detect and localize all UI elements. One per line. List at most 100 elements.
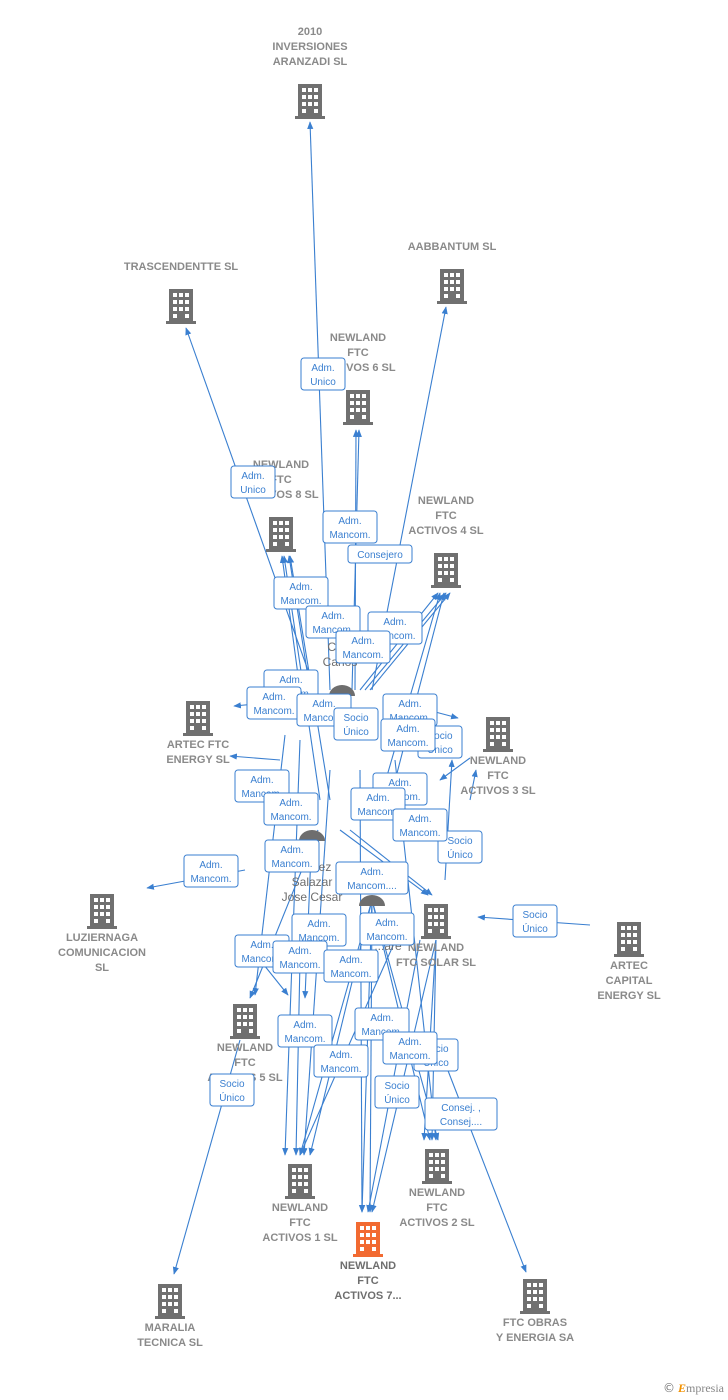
- relation-label-text: Mancom....: [347, 881, 396, 892]
- relation-label-text: Adm.: [339, 955, 362, 966]
- company-label-line: FTC: [435, 510, 456, 522]
- person-icon: [329, 685, 355, 696]
- relation-label[interactable]: Adm. Mancom.: [350, 787, 406, 821]
- relation-label-text: Adm.: [351, 636, 374, 647]
- company-label-line: Y ENERGIA SA: [496, 1332, 574, 1344]
- relation-label[interactable]: Adm.Mancom.: [246, 686, 302, 720]
- relation-label-text: Socio: [343, 713, 368, 724]
- relation-label[interactable]: Adm.Unico: [230, 465, 276, 499]
- relation-label[interactable]: Adm.Mancom.: [273, 576, 329, 610]
- relation-arrow: [293, 959, 301, 1156]
- relation-label-text: Adm.: [250, 940, 273, 951]
- relation-label[interactable]: Adm.Mancom.: [323, 949, 379, 983]
- relation-label[interactable]: Adm.Mancom.: [264, 839, 320, 873]
- relation-label-text: Adm.: [199, 860, 222, 871]
- company-label-line: NEWLAND: [340, 1260, 396, 1272]
- relation-label-box: [322, 510, 378, 544]
- relation-arrow: [185, 327, 316, 691]
- company-label-line: ENERGY SL: [597, 990, 661, 1002]
- relation-label[interactable]: Consej. ,Consej....: [424, 1097, 498, 1131]
- relation-label[interactable]: Adm.Mancom.: [322, 510, 378, 544]
- relation-label-text: Mancom.: [361, 1027, 402, 1038]
- relation-label-box: [273, 576, 329, 610]
- relation-label[interactable]: Adm.Mancom.: [335, 630, 391, 664]
- relation-label-text: Adm.: [279, 798, 302, 809]
- relation-label-text: Mancom.: [389, 1051, 430, 1062]
- relation-label-text: Mancom.: [366, 932, 407, 943]
- relation-label-box: [359, 912, 415, 946]
- building-icon: [437, 269, 467, 304]
- relation-label[interactable]: Adm.Mancom.: [263, 792, 319, 826]
- building-icon: [520, 1279, 550, 1314]
- relation-label[interactable]: Adm.Unico: [300, 357, 346, 391]
- relation-label-box: [300, 357, 346, 391]
- relation-label-text: Mancom.: [241, 789, 282, 800]
- relation-label-text: Único: [522, 922, 548, 935]
- relation-label-text: Adm.: [370, 1013, 393, 1024]
- relation-label-box: [335, 861, 409, 895]
- relation-label[interactable]: Adm.Mancom....: [335, 861, 409, 895]
- relation-label-text: Mancom.: [387, 738, 428, 749]
- building-icon: [422, 1149, 452, 1184]
- relation-label[interactable]: Adm.Mancom.: [272, 940, 328, 974]
- relation-label[interactable]: Adm.Mancom.: [380, 718, 436, 752]
- relation-label-text: Mancom.: [303, 713, 344, 724]
- relation-label-text: Socio: [219, 1079, 244, 1090]
- relation-label-text: Adm.: [312, 699, 335, 710]
- relation-label[interactable]: Adm.Mancom.: [277, 1014, 333, 1048]
- relation-label-text: Adm.: [388, 778, 411, 789]
- building-icon: [431, 553, 461, 588]
- relation-label[interactable]: Adm.Mancom.: [313, 1044, 369, 1078]
- relation-label[interactable]: Adm.Mancom.: [392, 808, 448, 842]
- relation-label[interactable]: Adm.Mancom.: [305, 605, 361, 639]
- relation-label[interactable]: Consejero: [347, 544, 413, 564]
- relation-label-text: Adm.: [398, 699, 421, 710]
- relation-label-text: Adm.: [289, 582, 312, 593]
- building-icon: [285, 1164, 315, 1199]
- relation-label-text: Mancom.: [190, 874, 231, 885]
- relation-label-text: Socio: [522, 910, 547, 921]
- relation-label-text: Adm.: [366, 793, 389, 804]
- building-icon: [230, 1004, 260, 1039]
- person-label-line: Salazar: [292, 875, 333, 889]
- building-icon: [87, 894, 117, 929]
- company-node-aabb[interactable]: AABBANTUM SL: [408, 241, 497, 304]
- building-icon: [343, 390, 373, 425]
- relation-label-box: [277, 1014, 333, 1048]
- company-label-line: ENERGY SL: [166, 754, 230, 766]
- company-label-line: ACTIVOS 3 SL: [460, 785, 535, 797]
- relation-label-text: Mancom.: [253, 706, 294, 717]
- building-icon: [483, 717, 513, 752]
- relation-label-text: Adm.: [280, 845, 303, 856]
- relation-label[interactable]: Adm. Mancom.: [183, 854, 239, 888]
- relation-label-text: Mancom.: [357, 807, 398, 818]
- company-node-trasc[interactable]: TRASCENDENTTE SL: [124, 261, 239, 324]
- relation-label-text: Adm.: [329, 1050, 352, 1061]
- relation-label-text: Mancom.: [279, 960, 320, 971]
- relation-label[interactable]: Adm.Mancom.: [382, 1031, 438, 1065]
- relation-label[interactable]: Adm.Mancom.: [359, 912, 415, 946]
- company-label-line: FTC SOLAR SL: [396, 957, 476, 969]
- building-icon: [614, 922, 644, 957]
- relation-label-text: Adm.: [321, 611, 344, 622]
- relation-label-box: [424, 1097, 498, 1131]
- relation-label-text: Consejero: [357, 550, 403, 561]
